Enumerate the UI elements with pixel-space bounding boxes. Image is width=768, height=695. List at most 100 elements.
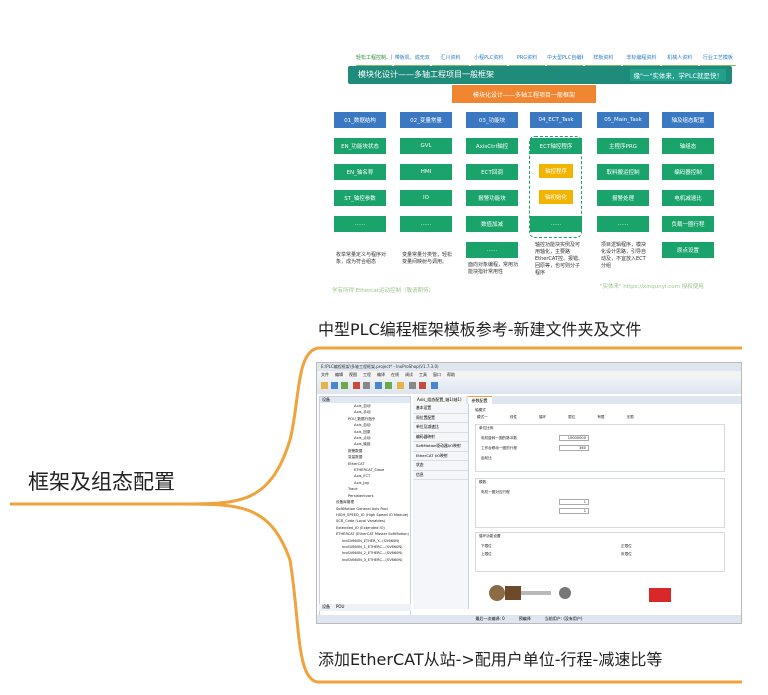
column-head: 03_功能块 bbox=[466, 112, 518, 128]
tree-node[interactable]: Axis_自动 bbox=[354, 423, 371, 428]
radio-option[interactable]: 循环 bbox=[538, 415, 547, 419]
column-item: 取料搬运控制 bbox=[597, 164, 649, 180]
tree-node[interactable]: POU_数据行指令 bbox=[348, 416, 376, 421]
menu-item[interactable]: 调试 bbox=[405, 372, 413, 377]
tree-node[interactable]: SoftMotion General Axis Pool bbox=[336, 506, 388, 511]
form-label: 工作台移动一圈的行程 bbox=[481, 446, 517, 450]
gear-out-input[interactable]: 1 bbox=[559, 508, 589, 514]
tree-node[interactable]: InoSV660N_ETHER_Y...(SV660N) bbox=[342, 538, 400, 543]
menu-item[interactable]: 编译 bbox=[377, 372, 385, 377]
tree-node[interactable]: Axis_手动 bbox=[354, 410, 371, 415]
tree-node[interactable]: EtherCAT bbox=[348, 461, 365, 466]
editor-tab[interactable]: 参数配置 bbox=[467, 396, 492, 404]
side-tab[interactable]: 基本设置 bbox=[413, 404, 468, 414]
nav-item[interactable]: 带板机、成无双 bbox=[394, 54, 431, 66]
framework-header: 模块化设计——多轴工程项目一般框架 bbox=[452, 85, 596, 103]
tree-node[interactable]: Extended_IO (Extended IO) bbox=[336, 525, 385, 530]
tree-node[interactable]: 设备库管理 bbox=[336, 500, 354, 505]
tree-node[interactable]: Axis_自动 bbox=[354, 404, 371, 408]
tab-devices[interactable]: 设备 bbox=[322, 604, 330, 609]
tree-node[interactable]: InoSV660N_3_ETHERC...(SV660N) bbox=[342, 557, 403, 562]
column-item: ECT回调 bbox=[466, 164, 518, 180]
column-item: …… bbox=[400, 216, 452, 232]
nav-item[interactable]: 中大型PLC自编程(Codesys) bbox=[547, 54, 584, 66]
column-head: 02_变量常量 bbox=[400, 112, 452, 128]
nav-item[interactable]: 行业工艺模板 bbox=[699, 54, 737, 66]
nav-item[interactable]: 样板资料 bbox=[585, 54, 622, 66]
loop-settings-group bbox=[475, 532, 725, 572]
nav-item[interactable]: 机械人资料 bbox=[661, 54, 698, 66]
tree-node[interactable]: SCR_Code (Local Variables) bbox=[336, 519, 386, 524]
gear-ratio-group bbox=[475, 478, 725, 528]
tree-node[interactable]: Trace bbox=[348, 487, 358, 492]
tree-node[interactable]: InoSV660N_2_ETHERC...(SV660N) bbox=[342, 551, 403, 556]
gear-in-input[interactable]: 1 bbox=[559, 499, 589, 505]
side-tab[interactable]: EtherCAT I/O映射 bbox=[413, 452, 468, 461]
nav-item[interactable]: 汇川资料 bbox=[432, 54, 469, 66]
radio-option[interactable]: 无限 bbox=[626, 415, 634, 419]
menu-item[interactable]: 文件 bbox=[321, 372, 329, 377]
tree-node[interactable]: Axis_轴锁 bbox=[354, 442, 371, 447]
side-tab[interactable]: 周位置配置 bbox=[413, 414, 468, 423]
form-label: 电机一圈对应行程 bbox=[481, 490, 510, 494]
tree-node[interactable]: 变量数据 bbox=[348, 455, 363, 460]
tree-node[interactable]: Axis_点动 bbox=[354, 436, 371, 441]
form-label: 循环功能设置 bbox=[479, 534, 501, 538]
menu-item[interactable]: 视图 bbox=[349, 372, 357, 377]
status-item: 当前用户: (没有用户) bbox=[544, 616, 583, 621]
editor-tab[interactable]: Axis_组态配置_轴1(轴1) bbox=[413, 396, 466, 404]
nav-item[interactable]: PRG资料 bbox=[508, 54, 546, 66]
column-item: 电机减速比 bbox=[662, 190, 714, 206]
tab-pou[interactable]: POU bbox=[336, 604, 345, 609]
column-note: 轴控功能块实例及可用轴化，主要路EtherCAT控、报错、回原等，也可则分子程序 bbox=[535, 242, 583, 276]
menu-item[interactable]: 编辑 bbox=[335, 372, 343, 377]
radio-option[interactable]: 线性 bbox=[509, 415, 517, 419]
tree-node[interactable]: ETHERCAT_Slave bbox=[354, 468, 385, 473]
tree-node[interactable]: 报警数据 bbox=[348, 448, 363, 453]
column-note: 枚举常量定义与程序对象，成为符合组态 bbox=[336, 252, 387, 265]
menu-item[interactable]: 在线 bbox=[391, 372, 399, 377]
tree-node[interactable]: HIGH_SPEED_IO (High Speed IO Module) bbox=[336, 512, 409, 517]
radio-option[interactable]: 模式一 bbox=[477, 415, 488, 419]
unit-ratio-group bbox=[475, 424, 725, 472]
tree-node[interactable]: ETHERCAT (EtherCAT Master SoftMotion) bbox=[336, 532, 409, 537]
menu-item[interactable]: 工具 bbox=[419, 372, 427, 377]
tree-node[interactable]: InoSV660N_1_ETHERC...(SV660N) bbox=[342, 544, 403, 549]
column-item: …… bbox=[466, 242, 518, 258]
column-item: 数值加减 bbox=[466, 216, 518, 232]
menu-item[interactable]: 帮助 bbox=[447, 372, 455, 377]
tree-node[interactable]: Persistentvars bbox=[348, 493, 374, 498]
column-item: 原点设置 bbox=[662, 242, 714, 258]
side-tab[interactable]: 状态 bbox=[413, 461, 468, 471]
side-tab[interactable]: SoftMotion驱动器I/O映射 bbox=[413, 442, 468, 452]
nav-item[interactable]: 轻松工程控制、网络编程 bbox=[356, 54, 393, 66]
ect-task-dashed-group bbox=[529, 136, 582, 238]
device-tree-header: 设备 bbox=[320, 397, 410, 403]
radio-option[interactable]: 有限 bbox=[597, 415, 605, 419]
tree-node[interactable]: Axis_ECT bbox=[354, 474, 371, 479]
status-item: 预编译 bbox=[518, 616, 531, 621]
form-label: 齿轮比 bbox=[481, 456, 492, 460]
framework-top-nav: 轻松工程控制、网络编程 带板机、成无双 汇川资料 小程PLC资料 PRG资料 中… bbox=[356, 54, 737, 66]
column-item: HMI bbox=[400, 164, 452, 180]
menu-item[interactable]: 窗口 bbox=[433, 372, 441, 377]
branch-caption-2: 添加EtherCAT从站->配用户单位-行程-减速比等 bbox=[318, 650, 663, 669]
pulses-per-rev-input[interactable]: 10000000 bbox=[559, 435, 589, 441]
side-tab[interactable]: 信息 bbox=[413, 471, 468, 480]
nav-item[interactable]: 小程PLC资料 bbox=[470, 54, 507, 66]
watermark-left: 学有所得 Ethercat运动控制（敬请期待） bbox=[332, 288, 434, 294]
radio-option[interactable]: 限位 bbox=[568, 415, 576, 419]
root-node-label: 框架及组态配置 bbox=[28, 470, 175, 494]
column-item: …… bbox=[597, 216, 649, 232]
form-label: 轴模式 bbox=[475, 408, 486, 412]
ide-toolbar-icons[interactable] bbox=[321, 381, 501, 391]
tree-node[interactable]: Axis_回原 bbox=[354, 429, 371, 434]
tree-node[interactable]: Axis_Jog bbox=[354, 480, 369, 485]
menu-item[interactable]: 工程 bbox=[363, 372, 371, 377]
travel-input[interactable]: 360 bbox=[559, 445, 589, 451]
device-tree-panel: 设备 Axis_自动 Axis_手动 POU_数据行指令 Axis_自动 Axi… bbox=[319, 396, 411, 618]
nav-item[interactable]: 非标编程资料 bbox=[623, 54, 660, 66]
side-tab[interactable]: 编码器映射 bbox=[413, 433, 468, 442]
side-tab[interactable]: 单位及减速比 bbox=[413, 423, 468, 433]
